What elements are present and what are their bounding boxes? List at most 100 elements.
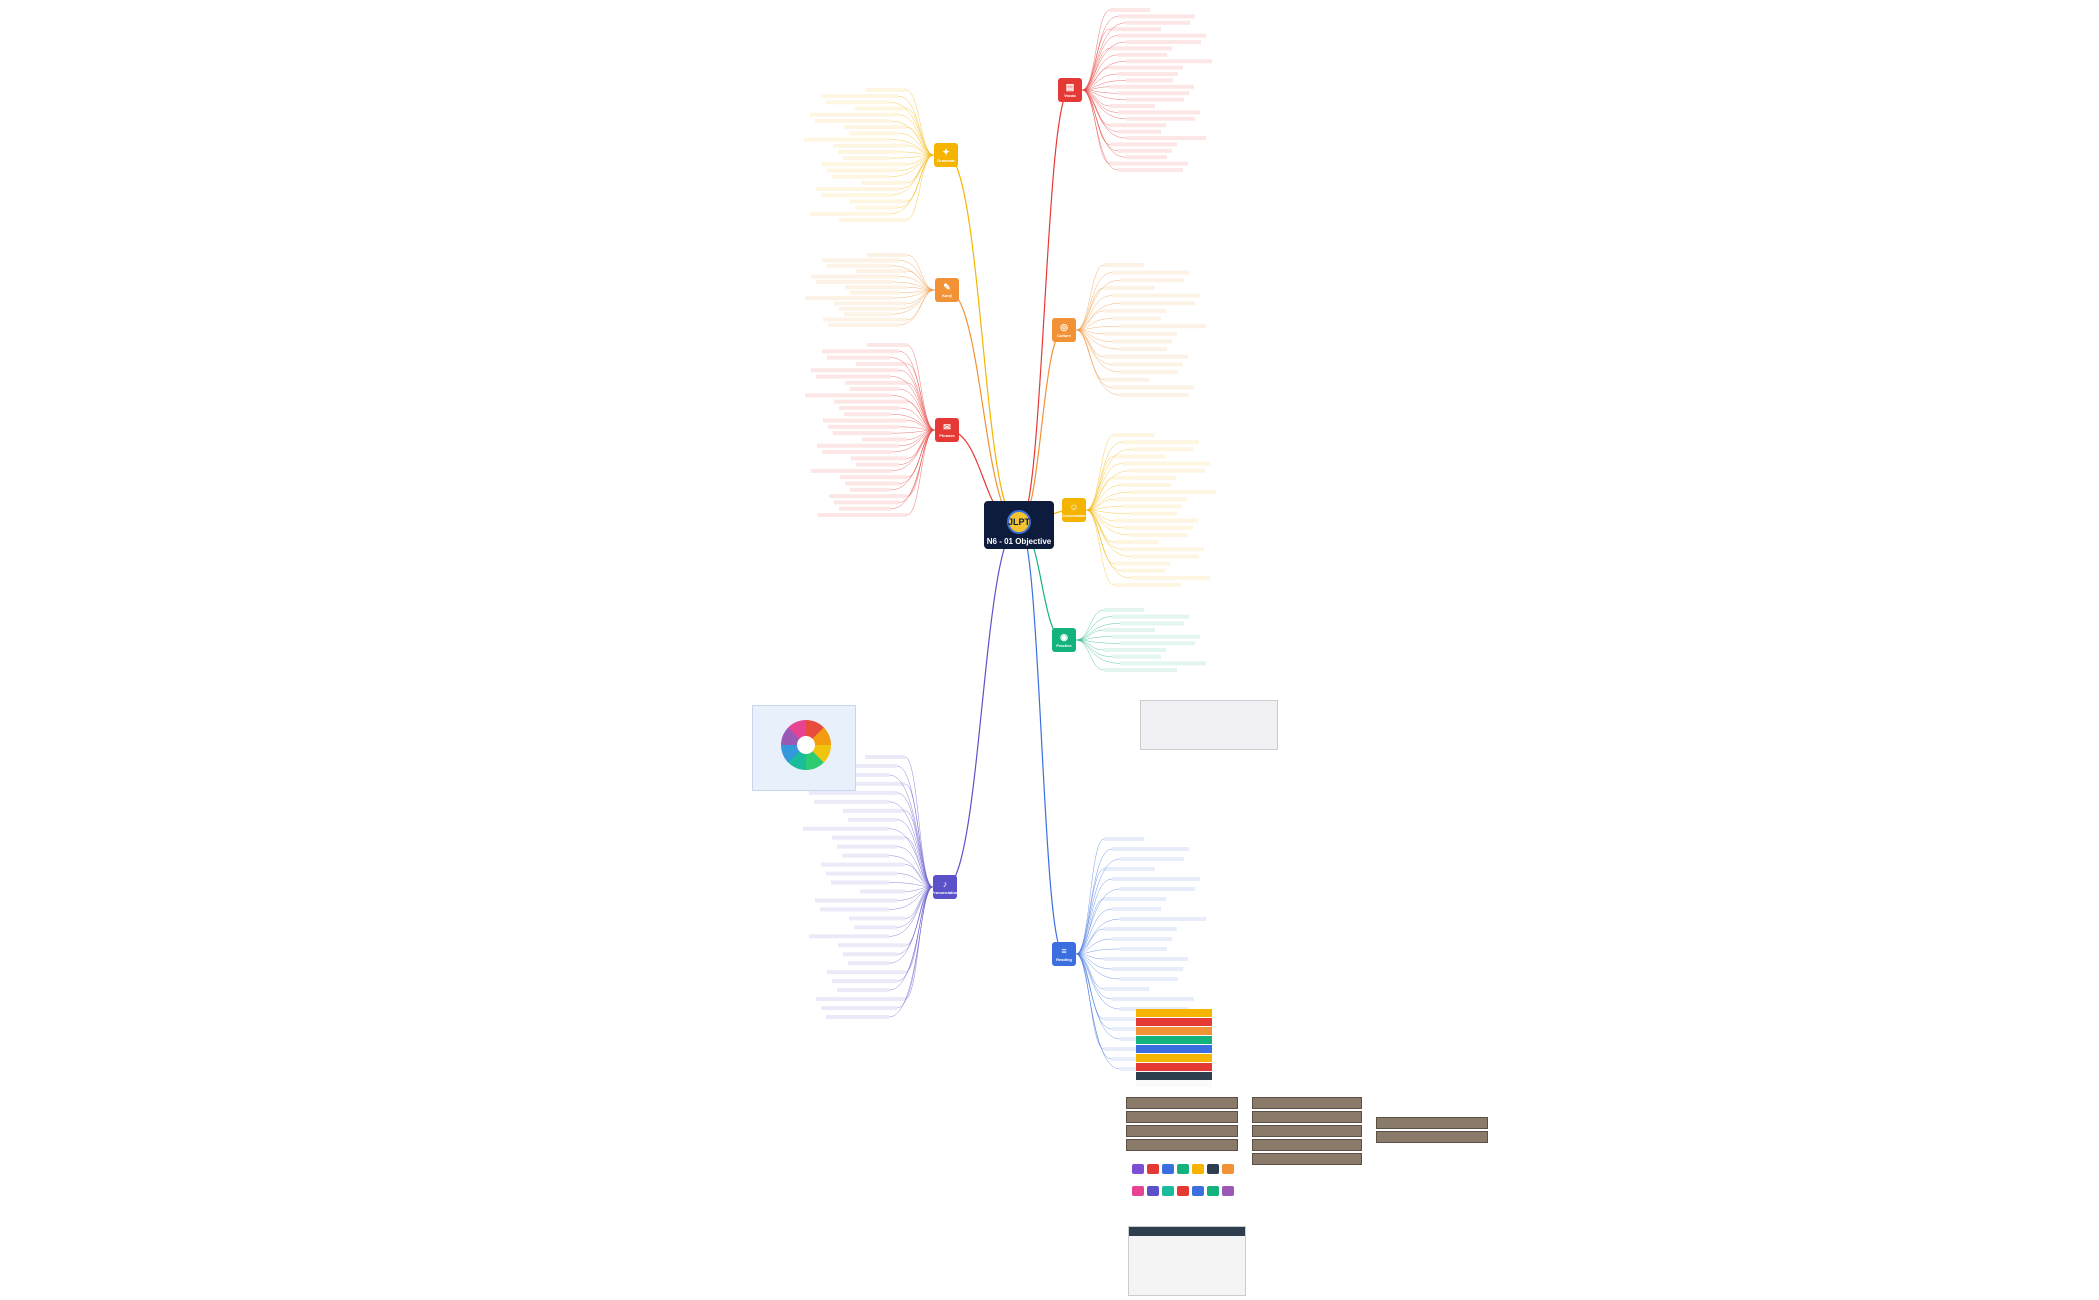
reading-card-7 bbox=[1252, 1125, 1362, 1137]
conversation-leaf-node bbox=[1122, 440, 1199, 445]
practice-leaf-connector bbox=[1075, 639, 1105, 671]
vocab-leaf-node bbox=[1110, 161, 1188, 166]
branch-grammar[interactable]: ✦Grammar bbox=[934, 143, 958, 167]
conversation-leaf-node bbox=[1114, 454, 1165, 459]
phrases-leaf-node bbox=[833, 431, 891, 436]
pronunciation-leaf-node bbox=[809, 790, 897, 795]
reading-leaf-node bbox=[1104, 927, 1177, 931]
conversation-leaf-node bbox=[1122, 547, 1204, 552]
reading-leaf-connector bbox=[1075, 918, 1121, 955]
pronunciation-leaf-node bbox=[854, 925, 897, 930]
branch-label-grammar: Grammar bbox=[937, 158, 955, 163]
vocab-leaf-node bbox=[1118, 33, 1206, 38]
reading-leaf-node bbox=[1112, 877, 1200, 881]
branch-culture[interactable]: ◎Culture bbox=[1052, 318, 1076, 342]
grammar-leaf-node bbox=[810, 112, 898, 117]
reading-leaf-node bbox=[1120, 887, 1195, 891]
vocab-leaf-node bbox=[1118, 91, 1189, 96]
reading-card-1 bbox=[1126, 1097, 1238, 1109]
grammar-leaf-node bbox=[821, 193, 890, 198]
grammar-leaf-node bbox=[832, 174, 890, 179]
pronunciation-leaf-connector bbox=[904, 837, 934, 888]
branch-practice[interactable]: ◉Practice bbox=[1052, 628, 1076, 652]
phrases-leaf-connector bbox=[898, 388, 936, 431]
culture-leaf-connector bbox=[1075, 295, 1113, 331]
central-topic-title: N6 - 01 Objective bbox=[986, 537, 1052, 546]
culture-leaf-node bbox=[1120, 278, 1184, 283]
phrases-leaf-node bbox=[839, 405, 899, 410]
kanji-leaf-node bbox=[867, 253, 907, 257]
pronunciation-leaf-node bbox=[849, 916, 905, 921]
conversation-leaf-node bbox=[1122, 504, 1182, 509]
reading-text-card-header bbox=[1129, 1227, 1245, 1236]
pronunciation-leaf-node bbox=[816, 997, 905, 1002]
grammar-leaf-node bbox=[838, 149, 898, 154]
reading-leaf-node bbox=[1120, 947, 1167, 951]
pronunciation-leaf-connector bbox=[904, 783, 934, 888]
culture-leaf-connector bbox=[1075, 329, 1121, 396]
grammar-leaf-node bbox=[850, 199, 906, 204]
central-topic-node[interactable]: JLPT N6 - 01 Objective bbox=[984, 501, 1054, 549]
reading-text-card bbox=[1128, 1226, 1246, 1296]
pronunciation-leaf-node bbox=[820, 907, 889, 912]
phrases-leaf-node bbox=[845, 380, 907, 385]
reading-leaf-node bbox=[1112, 997, 1194, 1001]
pronunciation-leaf-node bbox=[832, 979, 897, 984]
phrases-leaf-node bbox=[805, 393, 891, 398]
pronunciation-leaf-node bbox=[865, 755, 905, 759]
conversation-leaf-node bbox=[1114, 518, 1198, 523]
pronunciation-leaf-node bbox=[809, 934, 889, 939]
jlpt-badge-icon: JLPT bbox=[1007, 510, 1031, 534]
vocab-leaf-connector bbox=[1081, 54, 1119, 91]
vocab-leaf-node bbox=[1126, 20, 1190, 25]
phrases-leaf-node bbox=[834, 399, 907, 404]
practice-leaf-node bbox=[1120, 641, 1195, 646]
reading-leaf-connector bbox=[1075, 888, 1121, 955]
phrases-leaf-node bbox=[851, 456, 907, 461]
reading-card-5 bbox=[1252, 1097, 1362, 1109]
branch-pronunciation[interactable]: ♪Pronunciation bbox=[932, 875, 958, 899]
grammar-leaf-node bbox=[822, 162, 906, 167]
kanji-leaf-connector bbox=[906, 289, 936, 320]
reading-leaf-node bbox=[1104, 987, 1149, 991]
branch-label-reading: Reading bbox=[1056, 957, 1072, 962]
conversation-leaf-node bbox=[1114, 433, 1154, 437]
vocab-leaf-node bbox=[1110, 104, 1155, 108]
conversation-leaf-connector bbox=[1085, 441, 1123, 511]
vocab-leaf-connector bbox=[1081, 89, 1111, 126]
branch-reading[interactable]: ≡Reading bbox=[1052, 942, 1076, 966]
pronunciation-leaf-node bbox=[826, 871, 897, 876]
pronunciation-leaf-connector bbox=[904, 864, 934, 888]
vocab-leaf-connector bbox=[1081, 9, 1111, 91]
branch-vocab[interactable]: ▤Vocab bbox=[1058, 78, 1082, 102]
branch-conversation[interactable]: ☺Conversation bbox=[1061, 498, 1087, 522]
app-icon bbox=[1147, 1186, 1159, 1196]
pronunciation-leaf-node bbox=[803, 826, 889, 831]
phrases-leaf-connector bbox=[906, 382, 936, 431]
phrases-leaf-node bbox=[817, 443, 899, 448]
pronunciation-leaf-node bbox=[837, 988, 889, 993]
culture-leaf-node bbox=[1104, 285, 1155, 290]
branch-kanji[interactable]: ✎Kanji bbox=[935, 278, 959, 302]
culture-leaf-node bbox=[1112, 270, 1189, 275]
branch-phrases[interactable]: ✉Phrases bbox=[935, 418, 959, 442]
conversation-leaf-node bbox=[1130, 554, 1199, 559]
app-icon bbox=[1162, 1186, 1174, 1196]
vocab-connector bbox=[1018, 89, 1071, 526]
conversation-leaf-node bbox=[1114, 583, 1181, 587]
phrases-leaf-node bbox=[845, 481, 899, 486]
reading-card-2 bbox=[1126, 1111, 1238, 1123]
reading-leaf-connector bbox=[1075, 953, 1121, 1040]
phrases-leaf-node bbox=[856, 361, 907, 366]
phrases-leaf-node bbox=[816, 374, 891, 379]
vocab-leaf-node bbox=[1110, 65, 1183, 70]
kanji-connector bbox=[946, 289, 1020, 526]
pronunciation-leaf-node bbox=[860, 889, 905, 894]
reading-leaf-node bbox=[1112, 967, 1183, 971]
app-icon bbox=[1192, 1186, 1204, 1196]
vocab-leaf-node bbox=[1118, 148, 1172, 153]
people-icon: ☺ bbox=[1069, 502, 1079, 512]
vocab-leaf-node bbox=[1126, 97, 1184, 102]
pronunciation-leaf-node bbox=[848, 817, 897, 822]
chat-icon: ✉ bbox=[943, 422, 951, 432]
